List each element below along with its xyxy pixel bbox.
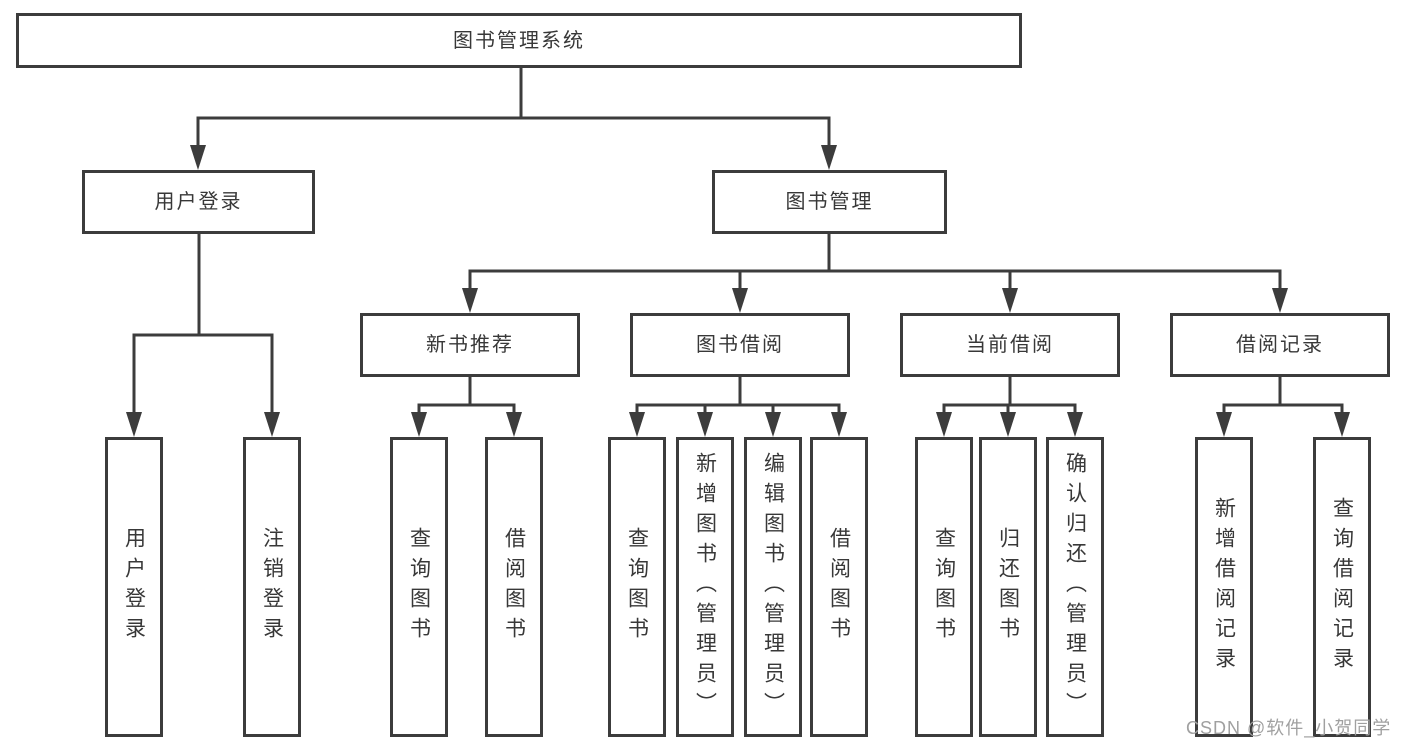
node-current-borrowing: 当前借阅 (900, 313, 1120, 377)
leaf-label: 查询图书 (625, 527, 649, 647)
node-label: 借阅记录 (1236, 334, 1324, 356)
leaf-label: 查询借阅记录 (1330, 497, 1354, 677)
leaf-label: 注销登录 (260, 527, 284, 647)
node-new-book-recommendation: 新书推荐 (360, 313, 580, 377)
leaf-label: 编辑图书（管理员） (761, 452, 785, 722)
leaf-label: 查询图书 (407, 527, 431, 647)
leaf-label: 查询图书 (932, 527, 956, 647)
node-label: 新书推荐 (426, 334, 514, 356)
leaf-user-login: 用户登录 (105, 437, 163, 737)
leaf-confirm-return-admin: 确认归还（管理员） (1046, 437, 1104, 737)
node-book-borrowing: 图书借阅 (630, 313, 850, 377)
leaf-label: 借阅图书 (827, 527, 851, 647)
leaf-query-books-borrowing: 查询图书 (608, 437, 666, 737)
node-label: 图书借阅 (696, 334, 784, 356)
node-label: 用户登录 (154, 191, 243, 213)
leaf-return-books: 归还图书 (979, 437, 1037, 737)
leaf-query-borrow-record: 查询借阅记录 (1313, 437, 1371, 737)
csdn-watermark: CSDN @软件_小贺同学 (1186, 718, 1392, 738)
leaf-borrow-books-borrowing: 借阅图书 (810, 437, 868, 737)
node-book-management: 图书管理 (712, 170, 947, 234)
leaf-add-books-admin: 新增图书（管理员） (676, 437, 734, 737)
node-label: 图书管理系统 (453, 29, 585, 52)
leaf-label: 用户登录 (122, 527, 146, 647)
leaf-query-books-current: 查询图书 (915, 437, 973, 737)
leaf-label: 确认归还（管理员） (1063, 452, 1087, 722)
leaf-label: 归还图书 (996, 527, 1020, 647)
leaf-add-borrow-record: 新增借阅记录 (1195, 437, 1253, 737)
leaf-logout: 注销登录 (243, 437, 301, 737)
leaf-query-books-recommend: 查询图书 (390, 437, 448, 737)
leaf-label: 借阅图书 (502, 527, 526, 647)
arrowheads (126, 145, 1350, 437)
node-user-login: 用户登录 (82, 170, 315, 234)
leaf-edit-books-admin: 编辑图书（管理员） (744, 437, 802, 737)
leaf-borrow-books-recommend: 借阅图书 (485, 437, 543, 737)
tree-edges (132, 68, 1344, 417)
leaf-label: 新增借阅记录 (1212, 497, 1236, 677)
leaf-label: 新增图书（管理员） (693, 452, 717, 722)
node-label: 图书管理 (785, 191, 874, 213)
node-library-management-system: 图书管理系统 (16, 13, 1022, 68)
node-label: 当前借阅 (966, 334, 1054, 356)
node-borrowing-records: 借阅记录 (1170, 313, 1390, 377)
